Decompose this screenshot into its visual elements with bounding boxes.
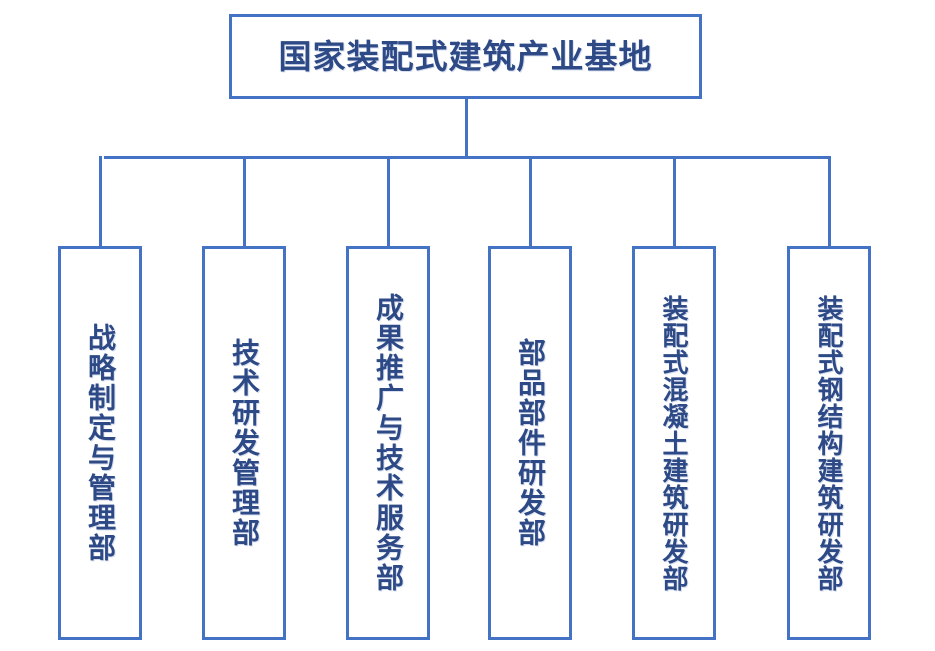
connector-drop-3 (387, 156, 390, 246)
root-node[interactable]: 国家装配式建筑产业基地 (229, 14, 702, 99)
root-node-label: 国家装配式建筑产业基地 (278, 38, 653, 75)
child-node-5-label: 装配式混凝土建筑研发部 (659, 294, 690, 592)
child-node-1-label: 战略制定与管理部 (84, 323, 116, 563)
connector-horizontal-bus (104, 156, 831, 159)
child-node-6-label: 装配式钢结构建筑研发部 (814, 294, 845, 592)
child-node-4[interactable]: 部品部件研发部 (488, 246, 572, 640)
child-node-4-label: 部品部件研发部 (514, 338, 546, 548)
connector-drop-1 (99, 156, 102, 246)
connector-drop-6 (828, 156, 831, 246)
connector-drop-2 (243, 156, 246, 246)
child-node-2[interactable]: 技术研发管理部 (202, 246, 286, 640)
connector-drop-5 (673, 156, 676, 246)
child-node-3-label: 成果推广与技术服务部 (372, 293, 404, 593)
connector-drop-4 (529, 156, 532, 246)
connector-root-stem (465, 99, 468, 159)
child-node-6[interactable]: 装配式钢结构建筑研发部 (787, 246, 871, 640)
child-node-2-label: 技术研发管理部 (228, 338, 260, 548)
child-node-3[interactable]: 成果推广与技术服务部 (346, 246, 430, 640)
child-node-5[interactable]: 装配式混凝土建筑研发部 (632, 246, 716, 640)
child-node-1[interactable]: 战略制定与管理部 (58, 246, 142, 640)
